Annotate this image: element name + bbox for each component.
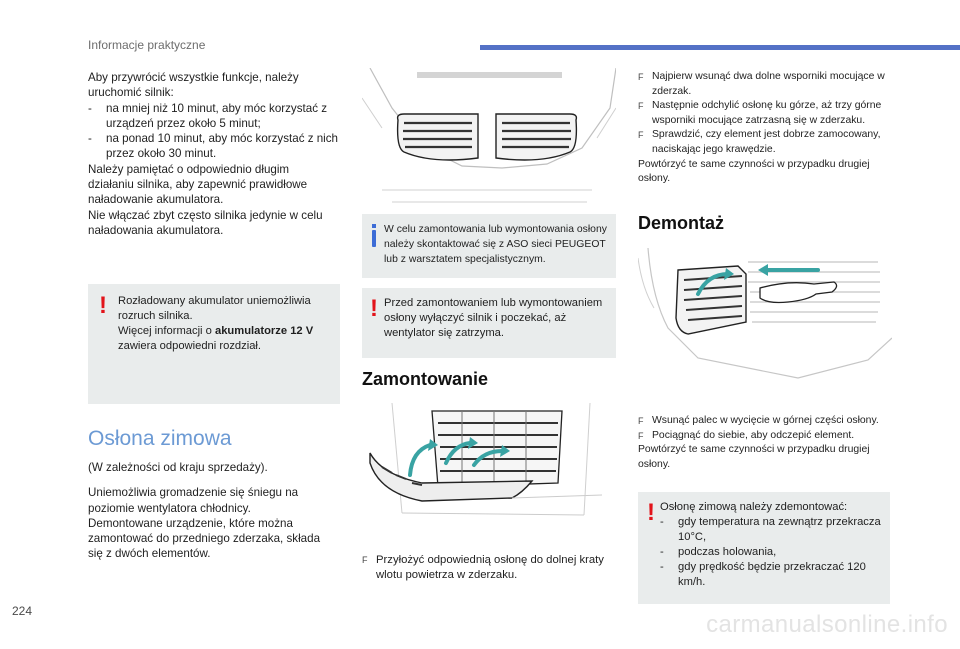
warning-text: Osłonę zimową należy zdemontować:	[660, 501, 848, 513]
warning-icon: !	[370, 295, 378, 322]
bullet-icon: F	[638, 72, 644, 82]
grille-illustration-mounting	[362, 403, 616, 543]
running-header: Informacje praktyczne	[88, 38, 206, 52]
warning-text: Więcej informacji o akumulatorze 12 V za…	[118, 325, 314, 352]
paragraph: Należy pamiętać o odpowiednio długim dzi…	[88, 162, 308, 207]
info-icon	[372, 224, 376, 247]
bullet-icon: F	[362, 555, 368, 565]
intro-paragraph: Aby przywrócić wszystkie funkcje, należy…	[88, 71, 299, 100]
section-title-mounting: Zamontowanie	[362, 369, 489, 389]
bullet-icon: F	[638, 416, 644, 426]
info-box: W celu zamontowania lub wymontowania osł…	[362, 214, 616, 278]
warning-icon: !	[647, 499, 655, 526]
winter-cover-text: (W zależności od kraju sprzedaży). Uniem…	[88, 460, 338, 562]
warning-text: Przed zamontowaniem lub wymontowaniem os…	[384, 297, 603, 339]
dash-marker: -	[660, 561, 664, 573]
dash-marker: -	[88, 101, 92, 115]
bullet-icon: F	[638, 430, 644, 441]
bullet-icon: F	[638, 130, 644, 141]
paragraph: (W zależności od kraju sprzedaży).	[88, 461, 268, 474]
battery-link-text: akumulatorze 12 V	[214, 325, 314, 337]
paragraph: Powtórzyć te same czynności w przypadku …	[638, 158, 870, 185]
list-item: -na ponad 10 minut, aby móc korzystać z …	[88, 132, 338, 161]
dash-marker: -	[660, 516, 664, 528]
paragraph: Demontowane urządzenie, które można zamo…	[88, 516, 321, 561]
list-item: -gdy prędkość będzie przekraczać 120 km/…	[660, 561, 866, 588]
list-item: -na mniej niż 10 minut, aby móc korzysta…	[88, 101, 328, 130]
bullet-icon: F	[638, 101, 644, 112]
section-title-removal: Demontaż	[638, 213, 725, 233]
page-number: 224	[12, 604, 33, 618]
warning-icon: !	[99, 292, 107, 319]
dash-marker: -	[660, 546, 664, 558]
warning-text: Rozładowany akumulator uniemożliwia rozr…	[118, 295, 311, 322]
dash-marker: -	[88, 132, 92, 146]
list-item: -podczas holowania,	[660, 546, 777, 558]
battery-restore-text: Aby przywrócić wszystkie funkcje, należy…	[88, 70, 338, 238]
removal-warning-box: ! Osłonę zimową należy zdemontować: -gdy…	[638, 492, 890, 604]
list-item: -gdy temperatura na zewnątrz przekracza …	[660, 516, 881, 543]
header-bar	[480, 45, 960, 50]
section-title-winter-cover: Osłona zimowa	[88, 427, 232, 450]
info-text: W celu zamontowania lub wymontowania osł…	[384, 224, 607, 265]
engine-warning-box: ! Przed zamontowaniem lub wymontowaniem …	[362, 288, 616, 358]
watermark-text: carmanualsonline.info	[706, 611, 948, 638]
grille-illustration-top	[362, 68, 616, 208]
paragraph: Uniemożliwia gromadzenie się śniegu na p…	[88, 486, 299, 515]
paragraph: Nie włączać zbyt często silnika jedynie …	[88, 208, 323, 237]
paragraph: Powtórzyć te same czynności w przypadku …	[638, 444, 870, 470]
battery-warning-box: ! Rozładowany akumulator uniemożliwia ro…	[88, 284, 340, 404]
grille-illustration-removal	[638, 248, 892, 388]
